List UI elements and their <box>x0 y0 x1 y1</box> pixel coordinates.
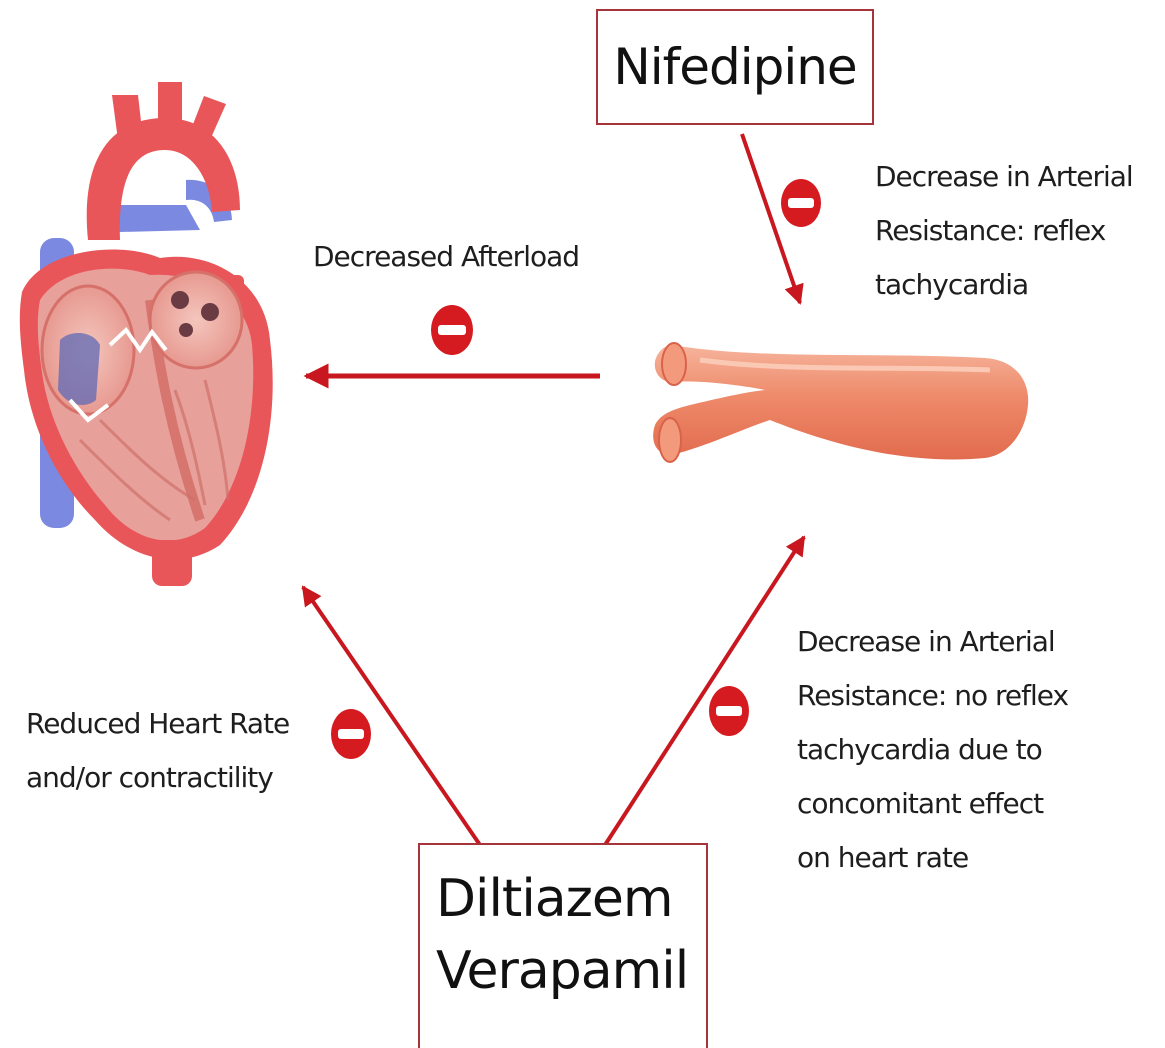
heart-illustration <box>20 82 273 586</box>
diltiazem-label: Diltiazem <box>436 863 706 935</box>
inhibit-badge-heart-rate <box>331 709 371 759</box>
nifedipine-label: Nifedipine <box>613 38 856 96</box>
dv-effect-label: Decrease in Arterial Resistance: no refl… <box>797 615 1068 885</box>
inhibit-badge-afterload <box>431 305 473 355</box>
inhibit-badge-arterial-resistance <box>709 686 749 736</box>
dv-effect-line-3: tachycardia due to <box>797 723 1068 777</box>
dv-effect-line-4: concomitant effect <box>797 777 1068 831</box>
decreased-afterload-text: Decreased Afterload <box>313 230 579 284</box>
dv-effect-line-1: Decrease in Arterial <box>797 615 1068 669</box>
artery-illustration <box>653 343 1028 462</box>
nifedipine-effect-label: Decrease in Arterial Resistance: reflex … <box>875 150 1133 312</box>
nifedipine-box: Nifedipine <box>596 9 874 125</box>
dv-effect-line-5: on heart rate <box>797 831 1068 885</box>
nifedipine-effect-line-3: tachycardia <box>875 258 1133 312</box>
arrow-dv-to-artery <box>605 537 804 845</box>
arrow-dv-to-heart <box>303 587 480 845</box>
reduced-heart-rate-line-1: Reduced Heart Rate <box>26 697 289 751</box>
verapamil-label: Verapamil <box>436 935 706 1007</box>
nifedipine-effect-line-2: Resistance: reflex <box>875 204 1133 258</box>
dv-effect-line-2: Resistance: no reflex <box>797 669 1068 723</box>
reduced-heart-rate-line-2: and/or contractility <box>26 751 289 805</box>
decreased-afterload-label: Decreased Afterload <box>313 230 579 284</box>
nifedipine-effect-line-1: Decrease in Arterial <box>875 150 1133 204</box>
diltiazem-verapamil-box: Diltiazem Verapamil <box>418 843 708 1048</box>
reduced-heart-rate-label: Reduced Heart Rate and/or contractility <box>26 697 289 805</box>
inhibit-badge-nifedipine <box>781 179 821 227</box>
